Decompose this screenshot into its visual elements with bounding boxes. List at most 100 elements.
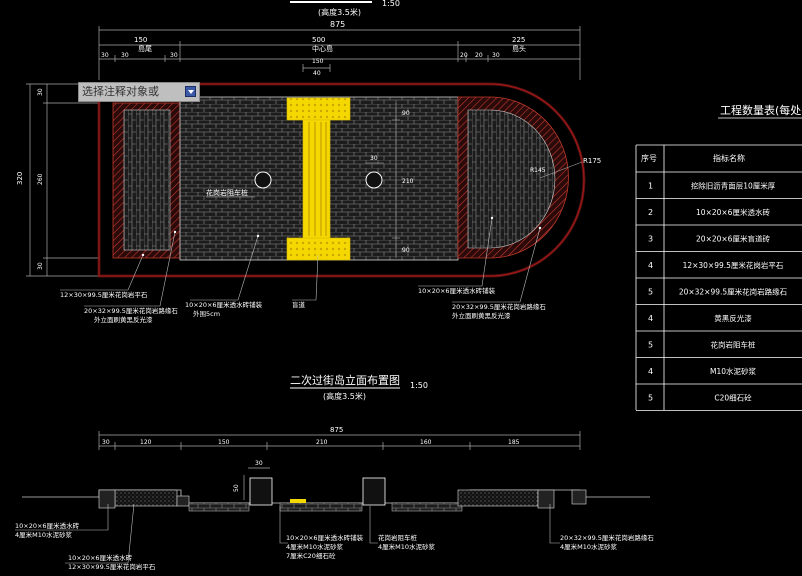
plan-dim-150: 150 bbox=[312, 58, 324, 65]
elev-note-bollard-2: 4厘米M10水泥砂浆 bbox=[378, 542, 436, 551]
elev-note-mid-3: 7厘米C20细石砼 bbox=[286, 551, 336, 560]
plan-dim-40: 40 bbox=[313, 70, 321, 77]
table-row-name: 20×20×6厘米盲道砖 bbox=[696, 233, 770, 243]
table-row-no: 4 bbox=[648, 261, 653, 270]
elev-note-left-4: 12×30×99.5厘米花岗岩平石 bbox=[68, 562, 156, 571]
label-bollard: 花岗岩阻车桩 bbox=[206, 188, 248, 197]
table-title: 工程数量表(每处) bbox=[720, 103, 802, 117]
table-row-name: 挖除旧沥青面层10厘米厚 bbox=[691, 180, 776, 190]
plan-dim-inner-30: 30 bbox=[370, 155, 378, 162]
elevation-scale: 1:50 bbox=[410, 381, 428, 390]
table-row-no: 4 bbox=[648, 367, 653, 376]
elev-left-base bbox=[114, 489, 178, 507]
radius-r145: R145 bbox=[530, 167, 546, 174]
plan-scale: 1:50 bbox=[382, 0, 400, 8]
plan-dim-v3: 30 bbox=[37, 262, 44, 270]
plan-dim-v2: 260 bbox=[37, 173, 44, 185]
table-row-name: 20×32×99.5厘米花岗岩路缘石 bbox=[679, 286, 788, 296]
plan-dim-lines bbox=[98, 26, 581, 80]
dropdown-icon[interactable] bbox=[185, 86, 196, 97]
elev-right-base bbox=[457, 489, 539, 507]
elev-dim-50: 50 bbox=[233, 484, 240, 492]
table-row-name: C20细石砼 bbox=[714, 392, 752, 402]
plan-dim-middle: 500 bbox=[312, 36, 325, 44]
table-row-no: 5 bbox=[648, 287, 653, 296]
table-row-no: 4 bbox=[648, 314, 653, 323]
elev-note-left-2: 4厘米M10水泥砂浆 bbox=[15, 530, 73, 539]
elev-note-left-3: 10×20×6厘米透水砖 bbox=[68, 553, 133, 562]
elev-dim-150: 150 bbox=[218, 439, 230, 446]
plan-dim-left: 150 bbox=[134, 36, 147, 44]
plan-view: 1:50 (高度3.5米) 875 150 500 225 島尾 中心島 島头 … bbox=[16, 0, 601, 324]
note-blind: 盲道 bbox=[292, 300, 306, 309]
elevation-view: 二次过街岛立面布置图 1:50 (高度3.5米) 875 30 120 150 … bbox=[15, 373, 654, 571]
plan-dim-left-center: 島尾 bbox=[138, 44, 152, 53]
note-paving-right: 10×20×6厘米透水砖铺装 bbox=[418, 286, 496, 295]
plan-leaders bbox=[60, 217, 541, 307]
table-row-name: 12×30×99.5厘米花岗岩平石 bbox=[683, 260, 784, 270]
bollard-left bbox=[254, 171, 272, 189]
plan-dim-total: 875 bbox=[330, 20, 345, 29]
note-edge-right-sub: 外立面刷黄黑反光漆 bbox=[452, 311, 511, 320]
command-tooltip-text: 选择注释对象或 bbox=[82, 85, 159, 98]
plan-dim-30d: 30 bbox=[492, 52, 500, 59]
note-edge-stone: 20×32×99.5厘米花岗岩路缘石 bbox=[84, 306, 178, 315]
radius-r175: R175 bbox=[583, 157, 601, 165]
right-end-paving bbox=[467, 109, 556, 249]
elev-dim-30: 30 bbox=[102, 439, 110, 446]
command-tooltip[interactable]: 选择注释对象或 bbox=[78, 82, 200, 102]
table-row-no: 5 bbox=[648, 393, 653, 402]
table-row-no: 5 bbox=[648, 340, 653, 349]
plan-dim-inner-210: 210 bbox=[402, 178, 414, 185]
table-row-name: 花岗岩阻车桩 bbox=[711, 339, 756, 349]
elev-bollard-left bbox=[249, 477, 273, 506]
note-paving-sub: 外围5cm bbox=[193, 309, 220, 318]
bollard-right bbox=[365, 171, 383, 189]
plan-dim-mid-center: 中心島 bbox=[312, 44, 333, 53]
table-row-name: 黄黑反光漆 bbox=[714, 313, 752, 323]
table-row-no: 3 bbox=[648, 234, 653, 243]
plan-dim-inner-90b: 90 bbox=[402, 247, 410, 254]
plan-dim-v1: 30 bbox=[37, 88, 44, 96]
elev-dim-210: 210 bbox=[316, 439, 328, 446]
elevation-height-note: (高度3.5米) bbox=[323, 391, 366, 401]
table-row-name: M10水泥砂浆 bbox=[710, 366, 757, 376]
blind-path-top bbox=[286, 97, 351, 121]
plan-dim-20a: 20 bbox=[460, 52, 468, 59]
plan-dim-right-center: 島头 bbox=[512, 44, 526, 53]
plan-dim-30b: 30 bbox=[121, 52, 129, 59]
elev-note-bollard-1: 花岗岩阻车桩 bbox=[378, 533, 418, 542]
note-edge-right: 20×32×99.5厘米花岗岩路缘石 bbox=[452, 302, 546, 311]
table-header-name: 指标名称 bbox=[713, 153, 745, 163]
quantity-table: 工程数量表(每处) 序号 指标名称 1 挖除旧沥青面层10厘米厚 2 10×20×6厘… bbox=[635, 103, 802, 411]
plan-dim-30c: 30 bbox=[170, 52, 178, 59]
note-edge-stone-sub: 外立面刷黄黑反光漆 bbox=[94, 315, 153, 324]
plan-height-note: (高度3.5米) bbox=[318, 7, 361, 17]
elevation-title: 二次过街岛立面布置图 bbox=[290, 373, 400, 387]
table-row-no: 1 bbox=[648, 181, 653, 190]
elev-bollard-right bbox=[362, 477, 386, 506]
plan-dim-inner-90a: 90 bbox=[402, 110, 410, 117]
elev-dim-120: 120 bbox=[140, 439, 152, 446]
elev-dim-top-30: 30 bbox=[255, 460, 263, 467]
blind-path-bottom bbox=[286, 237, 351, 261]
note-paving: 10×20×6厘米透水砖铺装 bbox=[185, 300, 263, 309]
table-header-no: 序号 bbox=[641, 153, 657, 163]
blind-path-stripes bbox=[308, 122, 327, 236]
elev-dim-total: 875 bbox=[330, 426, 343, 434]
table-row-no: 2 bbox=[648, 208, 653, 217]
elev-dim-185: 185 bbox=[508, 439, 520, 446]
elev-note-mid-2: 4厘米M10水泥砂浆 bbox=[286, 542, 344, 551]
plan-dim-30a: 30 bbox=[101, 52, 109, 59]
elev-dim-160: 160 bbox=[420, 439, 432, 446]
plan-dim-20b: 20 bbox=[475, 52, 483, 59]
elev-note-mid-1: 10×20×6厘米透水砖铺装 bbox=[286, 533, 364, 542]
note-curb-left: 12×30×99.5厘米花岗岩平石 bbox=[60, 290, 148, 299]
elev-note-right-1: 20×32×99.5厘米花岗岩路缘石 bbox=[560, 533, 654, 542]
left-end-paving bbox=[123, 109, 171, 251]
elev-note-right-2: 4厘米M10水泥砂浆 bbox=[560, 542, 618, 551]
table-row-name: 10×20×6厘米透水砖 bbox=[696, 207, 770, 217]
elev-note-left-1: 10×20×6厘米透水砖 bbox=[15, 521, 80, 530]
plan-vertical-dims bbox=[26, 83, 100, 277]
